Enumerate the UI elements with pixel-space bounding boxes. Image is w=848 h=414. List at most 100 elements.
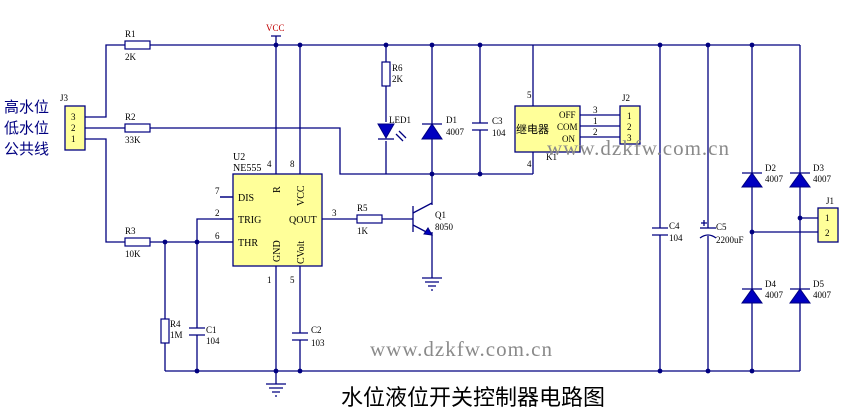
low-water-label: 低水位 bbox=[4, 119, 49, 137]
capacitor-c2: C2 103 bbox=[292, 325, 325, 348]
capacitor-c2-ref: C2 bbox=[311, 325, 322, 335]
ground-symbol-main bbox=[266, 383, 286, 397]
capacitor-c4-ref: C4 bbox=[669, 221, 680, 231]
junction-dot bbox=[162, 239, 168, 245]
diode-d3-ref: D3 bbox=[813, 163, 824, 173]
transistor-value: 8050 bbox=[435, 222, 454, 232]
transistor-collector bbox=[412, 202, 433, 214]
ic-pin-name-cvolt: CVolt bbox=[296, 241, 307, 264]
connector-j1-ref: J1 bbox=[826, 196, 834, 206]
led-ref: LED1 bbox=[389, 115, 411, 125]
junction-dot bbox=[797, 215, 803, 221]
connector-j2-body bbox=[619, 105, 641, 145]
relay-contact-on: ON bbox=[562, 134, 575, 144]
junction-dot bbox=[273, 368, 279, 374]
connector-j2-ref: J2 bbox=[622, 93, 630, 103]
connector-j3-pin: 3 bbox=[71, 112, 76, 122]
ic-ref: U2 bbox=[233, 152, 245, 163]
wire-j3-pin3 bbox=[85, 44, 125, 118]
diagram-title: 水位液位开关控制器电路图 bbox=[341, 386, 605, 411]
resistor-r6-body bbox=[381, 61, 391, 87]
ic-pin-number-cvolt: 5 bbox=[290, 275, 295, 285]
relay-pin-off: 3 bbox=[593, 105, 598, 115]
diode-d3: D3 4007 bbox=[789, 163, 832, 188]
wires bbox=[85, 44, 818, 384]
connector-j2-pin: 2 bbox=[627, 122, 632, 132]
resistor-r2-body bbox=[124, 123, 151, 133]
ic-part-number: NE555 bbox=[233, 163, 261, 174]
resistor-r5-value: 1K bbox=[357, 226, 369, 236]
capacitor-c1: C1 104 bbox=[189, 325, 220, 346]
resistor-r3-ref: R3 bbox=[125, 226, 136, 236]
diode-d1-value: 4007 bbox=[446, 127, 465, 137]
capacitor-c1-plates bbox=[189, 327, 205, 336]
resistor-r2-value: 33K bbox=[125, 135, 141, 145]
diode-d2-ref: D2 bbox=[765, 163, 776, 173]
relay-pin-on: 2 bbox=[593, 127, 598, 137]
ground-icon bbox=[422, 277, 442, 291]
junction-dot bbox=[657, 42, 663, 48]
connector-j3: J3 3 2 1 高水位 低水位 公共线 bbox=[4, 93, 86, 158]
resistor-r1: R1 2K bbox=[124, 29, 151, 62]
resistor-r3: R3 10K bbox=[124, 226, 151, 259]
resistor-r1-body bbox=[124, 40, 151, 50]
diode-d4-ref: D4 bbox=[765, 279, 776, 289]
resistor-r4-value: 1M bbox=[170, 330, 183, 340]
ic-pin-number-thr: 6 bbox=[215, 231, 220, 241]
ic-pin-number-r: 4 bbox=[267, 159, 272, 169]
led-triangle bbox=[377, 123, 395, 140]
junction-dot bbox=[194, 239, 200, 245]
capacitor-c3-plates bbox=[472, 122, 488, 131]
connector-j2-pin: 3 bbox=[627, 133, 632, 143]
wire-j3-pin1 bbox=[85, 138, 125, 243]
relay-name: 继电器 bbox=[516, 123, 549, 136]
resistor-r4: R4 1M bbox=[160, 318, 183, 344]
capacitor-c1-value: 104 bbox=[206, 336, 220, 346]
resistor-r4-ref: R4 bbox=[170, 319, 181, 329]
relay-contact-com: COM bbox=[557, 122, 578, 132]
ic-ne555: U2 NE555 DIS TRIG THR 7 2 6 QOUT 3 4 8 R… bbox=[215, 152, 337, 285]
diode-d5-triangle bbox=[789, 288, 811, 304]
junction-dot bbox=[705, 368, 711, 374]
capacitor-c3-ref: C3 bbox=[492, 116, 503, 126]
junction-dot bbox=[749, 368, 755, 374]
capacitor-c4: C4 104 bbox=[652, 221, 683, 243]
resistor-r5-body bbox=[356, 214, 383, 224]
resistor-r5: R5 1K bbox=[356, 203, 383, 236]
resistor-r2: R2 33K bbox=[124, 112, 151, 145]
junction-dots bbox=[162, 42, 803, 374]
connector-j3-body bbox=[64, 105, 86, 151]
diode-d4-triangle bbox=[741, 288, 763, 304]
resistor-r6: R6 2K bbox=[381, 61, 404, 87]
diode-d1-ref: D1 bbox=[446, 115, 457, 125]
ground-symbol-q1 bbox=[422, 277, 442, 291]
junction-dot bbox=[749, 42, 755, 48]
ic-pin-number-dis: 7 bbox=[215, 186, 220, 196]
capacitor-c3-value: 104 bbox=[492, 128, 506, 138]
diode-d1-triangle bbox=[421, 123, 443, 140]
junction-dot bbox=[705, 42, 711, 48]
ground-icon bbox=[266, 383, 286, 397]
diode-d5-ref: D5 bbox=[813, 279, 824, 289]
transistor-arrow-icon bbox=[423, 227, 433, 236]
capacitor-c3: C3 104 bbox=[472, 116, 506, 138]
junction-dot bbox=[383, 42, 389, 48]
watermark-bottom: www.dzkfw.com.cn bbox=[370, 337, 553, 361]
capacitor-c5-plate-negative bbox=[699, 234, 717, 239]
common-line-label: 公共线 bbox=[4, 140, 49, 158]
diode-d2-triangle bbox=[741, 172, 763, 188]
relay-contact-off: OFF bbox=[559, 110, 576, 120]
junction-dot bbox=[477, 171, 483, 177]
capacitor-c2-plates bbox=[292, 332, 308, 341]
capacitor-c4-value: 104 bbox=[669, 233, 683, 243]
relay-body bbox=[514, 105, 581, 153]
capacitor-c5-value: 2200uF bbox=[716, 235, 744, 245]
ic-pin-name-qout: QOUT bbox=[289, 215, 317, 226]
vcc-bar bbox=[271, 35, 281, 45]
ic-left-pins bbox=[220, 196, 233, 243]
resistor-r2-ref: R2 bbox=[125, 112, 136, 122]
transistor-ref: Q1 bbox=[435, 210, 446, 220]
resistor-r5-ref: R5 bbox=[357, 203, 368, 213]
ic-pin-name-trig: TRIG bbox=[238, 215, 261, 226]
